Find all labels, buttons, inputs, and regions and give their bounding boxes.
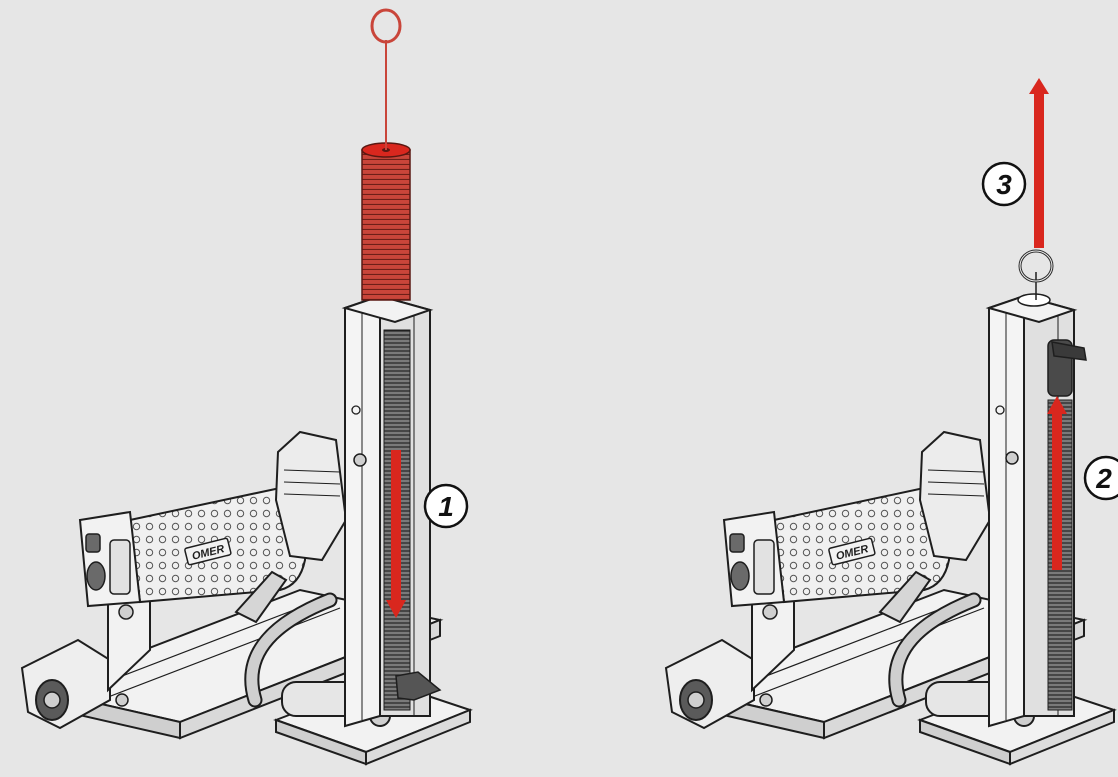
step-2-badge: 2 xyxy=(1083,455,1118,501)
step-3-number: 3 xyxy=(996,169,1012,200)
step-1-arrow xyxy=(386,450,406,618)
step-2-arrow xyxy=(1047,396,1067,570)
right-hose xyxy=(888,592,982,708)
left-assembly: OMER xyxy=(20,8,473,766)
left-pull-ring xyxy=(370,8,402,150)
right-assembly: OMER xyxy=(664,78,1117,766)
left-staple-coil xyxy=(361,142,411,301)
step-1-number: 1 xyxy=(438,491,454,522)
left-hose xyxy=(244,592,338,708)
right-head-block xyxy=(918,430,992,562)
step-1-badge: 1 xyxy=(423,483,469,529)
step-3-arrow xyxy=(1029,78,1049,248)
right-brand-plate xyxy=(828,537,876,566)
left-tool-body: OMER xyxy=(78,486,306,608)
left-brand-plate xyxy=(184,537,232,566)
right-pull-ring xyxy=(1018,249,1054,300)
left-front-cap xyxy=(20,638,129,730)
right-pusher-latch xyxy=(1047,339,1087,397)
step-2-number: 2 xyxy=(1095,463,1112,494)
right-front-cap xyxy=(664,638,773,730)
left-trigger xyxy=(234,570,288,624)
right-trigger xyxy=(878,570,932,624)
left-head-block xyxy=(274,430,348,562)
right-tool-body: OMER xyxy=(722,486,950,608)
step-3-badge: 3 xyxy=(981,161,1027,207)
